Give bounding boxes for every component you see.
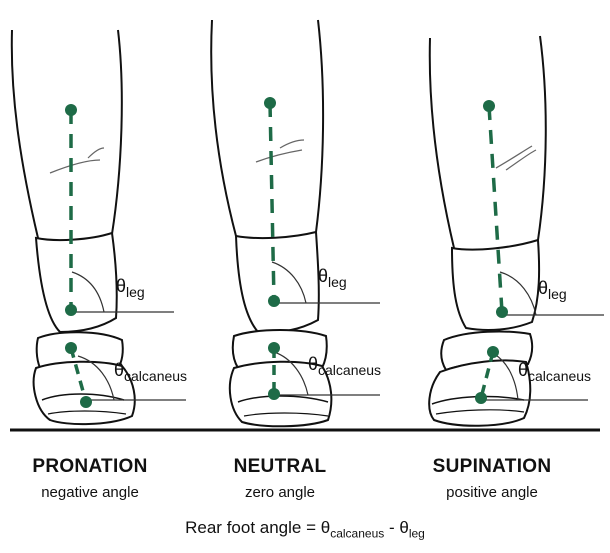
leg-outline xyxy=(211,20,236,236)
panel-pronation: θleg θcalcaneus xyxy=(12,30,187,424)
skin-crease xyxy=(280,140,304,148)
caption-subtitle-pronation: negative angle xyxy=(0,484,190,501)
marker-dot xyxy=(487,346,499,358)
marker-dot xyxy=(475,392,487,404)
formula-subscript-calcaneus: calcaneus xyxy=(330,526,384,540)
caption-title-supination: SUPINATION xyxy=(392,456,592,478)
leg-outline xyxy=(112,30,122,234)
marker-dot xyxy=(268,388,280,400)
sock xyxy=(236,232,319,333)
formula-prefix: Rear foot angle = xyxy=(185,518,321,537)
marker-dot xyxy=(483,100,495,112)
caption-title-pronation: PRONATION xyxy=(0,456,190,478)
panel-neutral: θleg θcalcaneus xyxy=(211,20,381,426)
leg-outline xyxy=(12,30,38,238)
leg-outline xyxy=(316,20,323,232)
marker-dot xyxy=(496,306,508,318)
caption-subtitle-neutral: zero angle xyxy=(180,484,380,501)
caption-title-neutral: NEUTRAL xyxy=(180,456,380,478)
rear-foot-angle-formula: Rear foot angle = θcalcaneus - θleg xyxy=(0,518,610,540)
marker-dot xyxy=(80,396,92,408)
marker-dot xyxy=(268,295,280,307)
sock xyxy=(36,233,117,332)
marker-dot xyxy=(65,104,77,116)
formula-minus: - xyxy=(384,518,399,537)
formula-subscript-leg: leg xyxy=(409,526,425,540)
marker-dot xyxy=(65,304,77,316)
leg-outline xyxy=(538,36,546,240)
panel-supination: θleg θcalcaneus xyxy=(429,36,604,426)
theta-leg-label: θleg xyxy=(538,278,567,302)
theta-leg-label: θleg xyxy=(318,266,347,290)
formula-theta: θ xyxy=(321,518,330,537)
marker-dot xyxy=(65,342,77,354)
theta-leg-label: θleg xyxy=(116,276,145,300)
marker-dot xyxy=(264,97,276,109)
caption-subtitle-supination: positive angle xyxy=(392,484,592,501)
theta-calcaneus-label: θcalcaneus xyxy=(114,360,187,384)
leg-outline xyxy=(430,38,454,248)
formula-theta: θ xyxy=(399,518,408,537)
sock xyxy=(452,240,539,330)
skin-crease xyxy=(50,160,100,173)
marker-dot xyxy=(268,342,280,354)
skin-crease xyxy=(88,148,104,158)
skin-crease xyxy=(256,150,302,162)
